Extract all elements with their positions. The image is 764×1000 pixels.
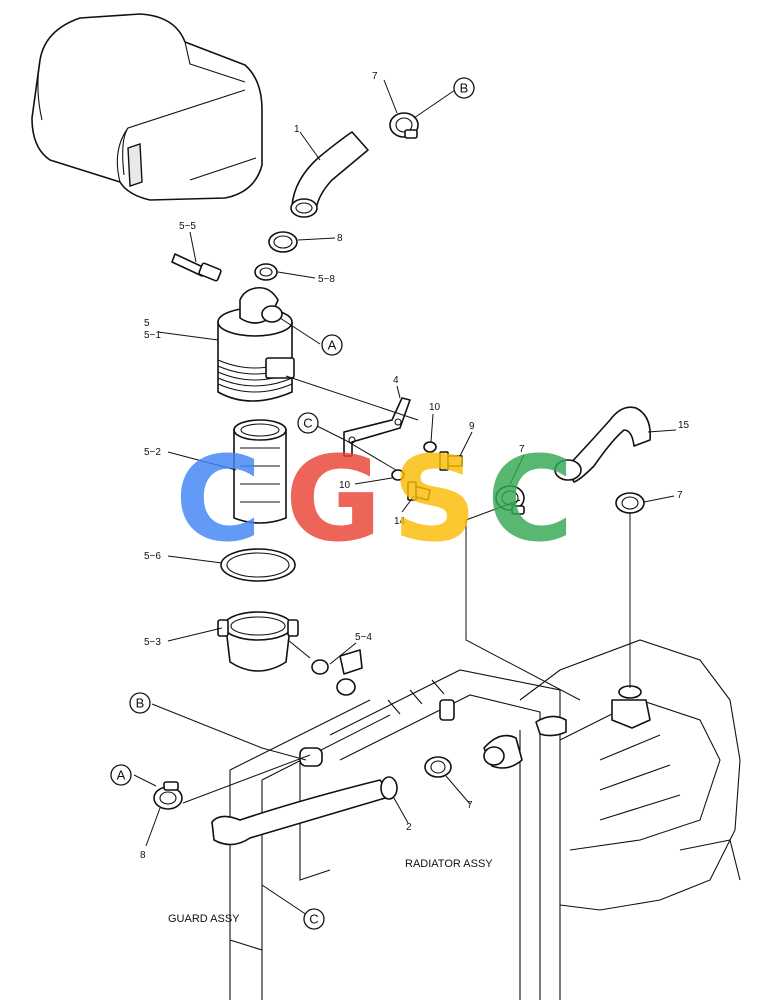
callout-5-8: 5−8 (318, 274, 335, 285)
callout-2: 2 (406, 822, 412, 833)
clamp-7-bottom (424, 756, 452, 778)
clamp-7-mid (495, 485, 525, 515)
guard-assy (229, 699, 391, 1000)
leader-lines (133, 79, 677, 920)
callout-7: 7 (372, 71, 378, 82)
clamp-8-bottom (153, 781, 183, 810)
hose-15 (554, 406, 652, 483)
radiator-assy (329, 669, 567, 1000)
ring-5-8 (254, 263, 278, 281)
ref-circle-b-top: B (453, 77, 475, 99)
valve-5-4 (311, 649, 363, 696)
callout-7: 7 (677, 490, 683, 501)
ref-label: B (460, 81, 469, 96)
callout-1: 1 (294, 124, 300, 135)
bolt-14 (407, 481, 431, 501)
watermark-letter-c2: C (487, 430, 574, 568)
clamp-8 (268, 231, 298, 253)
callout-5-1: 5−1 (144, 330, 161, 341)
callout-5-3: 5−3 (144, 637, 161, 648)
o-ring-5-6 (220, 548, 296, 582)
washer-10-top (423, 441, 437, 453)
hose-1 (290, 131, 369, 218)
callout-7: 7 (467, 800, 473, 811)
clamp-7-right (615, 492, 645, 514)
ref-label: C (309, 912, 318, 927)
callout-7: 7 (519, 444, 525, 455)
hood-cover (31, 13, 263, 201)
ref-circle-a-top: A (321, 334, 343, 356)
cgsc-watermark-logo: C G S C (175, 430, 574, 568)
watermark-letter-s: S (392, 430, 477, 568)
hose-2 (211, 776, 398, 846)
callout-5-5: 5−5 (179, 221, 196, 232)
washer-10-bottom (391, 469, 405, 481)
ref-label: C (303, 416, 312, 431)
callout-10: 10 (339, 480, 351, 491)
ref-label: B (136, 696, 145, 711)
bolt-9 (439, 451, 463, 471)
ref-circle-c-top: C (297, 412, 319, 434)
callout-10: 10 (429, 402, 441, 413)
ref-label: A (328, 338, 337, 353)
callout-9: 9 (469, 421, 475, 432)
callout-5-6: 5−6 (144, 551, 161, 562)
callout-15: 15 (678, 420, 690, 431)
callout-5-4: 5−4 (355, 632, 372, 643)
callout-8: 8 (337, 233, 343, 244)
callout-8: 8 (140, 850, 146, 861)
indicator-5-5 (171, 253, 222, 282)
air-cleaner-body (217, 286, 295, 402)
watermark-letter-c1: C (175, 430, 262, 568)
callout-numbers: 7 1 8 5−5 5−8 5 5−1 4 10 9 15 7 5−2 10 7… (140, 71, 690, 861)
dust-cup-5-3 (217, 611, 311, 672)
element-5-2 (233, 419, 287, 524)
ref-circle-a-bottom: A (110, 764, 132, 786)
guard-assy-caption: GUARD ASSY (168, 913, 240, 925)
engine-block (519, 639, 741, 911)
callout-5: 5 (144, 318, 150, 329)
radiator-assy-caption: RADIATOR ASSY (405, 858, 493, 870)
ref-circle-c-bottom: C (303, 908, 325, 930)
callout-4: 4 (393, 375, 399, 386)
callout-5-2: 5−2 (144, 447, 161, 458)
ref-label: A (117, 768, 126, 783)
clamp-7-top (389, 112, 419, 139)
callout-14: 14 (394, 516, 406, 527)
ref-circle-b-bottom: B (129, 692, 151, 714)
watermark-letter-g: G (285, 430, 382, 568)
